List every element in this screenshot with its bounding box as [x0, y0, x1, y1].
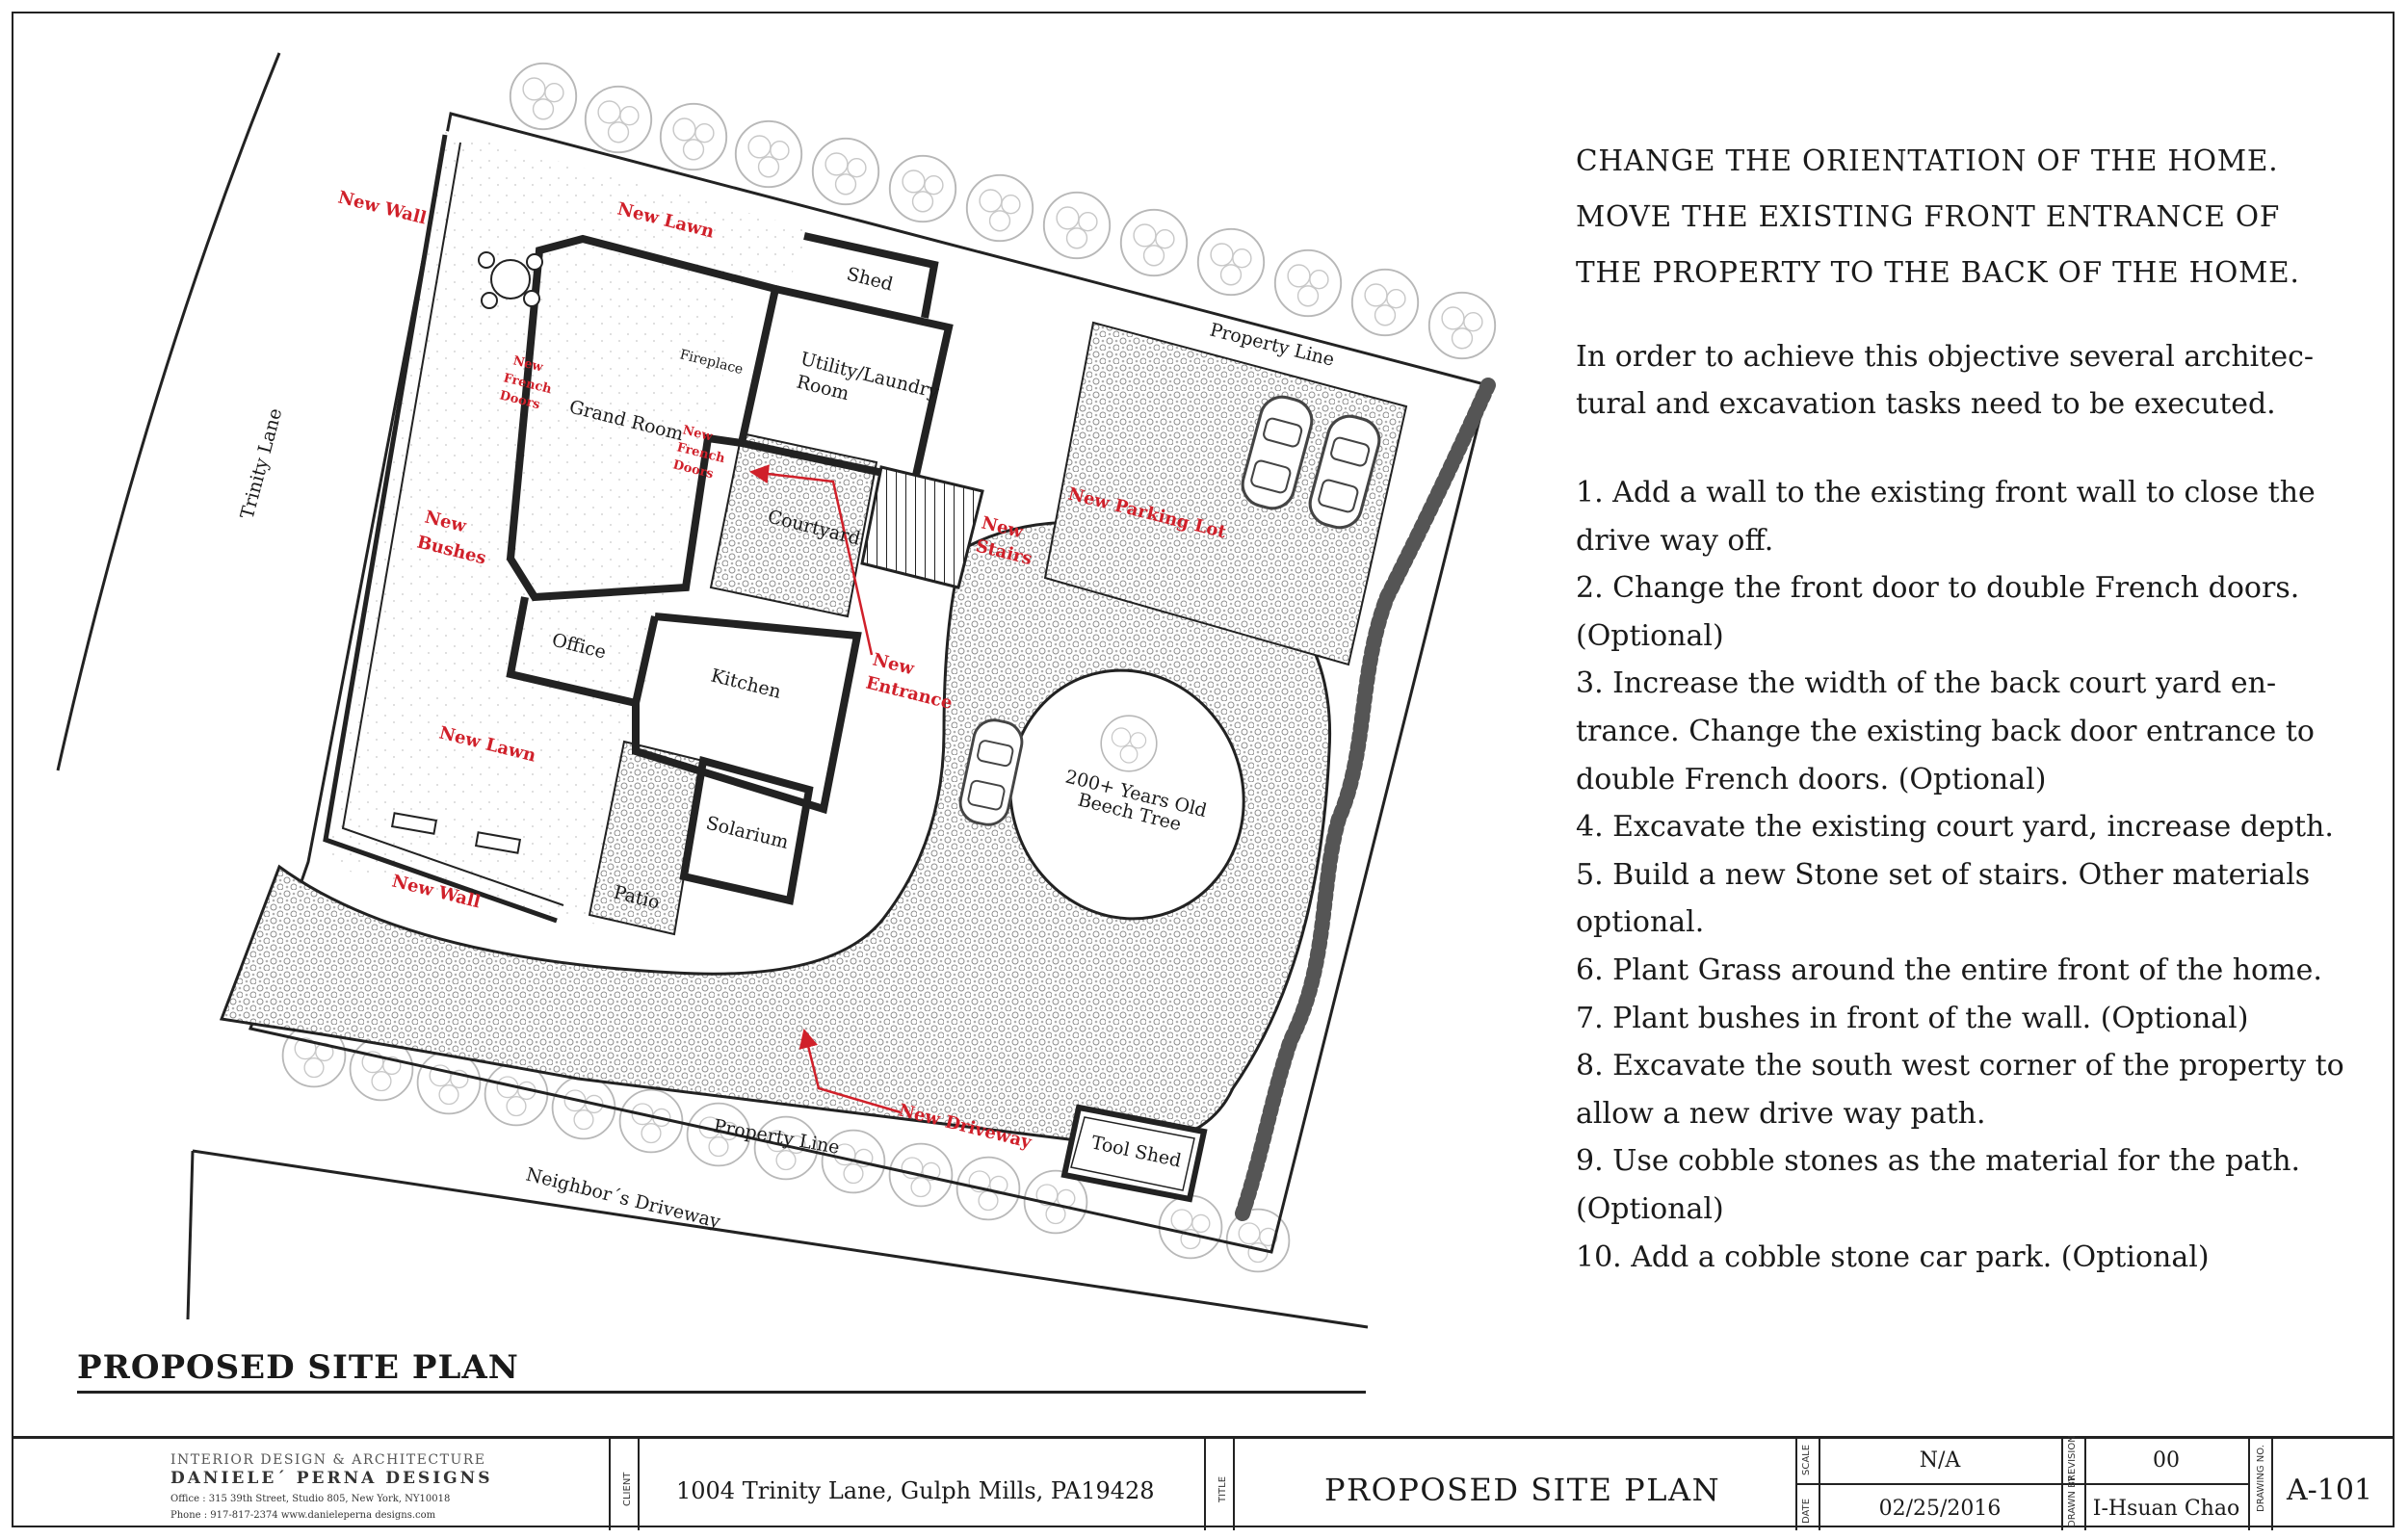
- patio-slab: [588, 740, 705, 936]
- parking-lot: [1043, 321, 1408, 666]
- notes-task-list: 1. Add a wall to the existing front wall…: [1576, 469, 2375, 1281]
- firm-address: Office : 315 39th Street, Studio 805, Ne…: [170, 1494, 451, 1504]
- neighbor-driveway-label: Neighbor´s Driveway: [524, 1164, 722, 1233]
- title-label: TITLE: [1217, 1475, 1228, 1502]
- scale-label: SCALE: [1801, 1444, 1812, 1475]
- site-plan-drawing: Trinity Lane Neighbor´s Driveway Propert…: [56, 52, 1497, 1329]
- task-item-7: 7. Plant bushes in front of the wall. (O…: [1576, 1001, 2249, 1035]
- task-item-9: 9. Use cobble stones as the material for…: [1576, 1144, 2301, 1226]
- patio-table: [478, 251, 543, 309]
- drawing-no-label: DRAWING NO.: [2256, 1445, 2266, 1512]
- firm-name: DANIELE´ PERNA DESIGNS: [170, 1469, 493, 1488]
- task-item-6: 6. Plant Grass around the entire front o…: [1576, 952, 2322, 987]
- benches: [390, 812, 522, 854]
- notes-heading-line-1: CHANGE THE ORIENTATION OF THE HOME.: [1576, 144, 2279, 177]
- date-label: DATE: [1801, 1498, 1812, 1524]
- client-label: CLIENT: [622, 1472, 633, 1506]
- task-item-2: 2. Change the front door to double Frenc…: [1576, 571, 2300, 653]
- divider: [1233, 1439, 1235, 1530]
- task-item-4: 4. Excavate the existing court yard, inc…: [1576, 810, 2334, 845]
- divider: [638, 1439, 640, 1530]
- plan-title: PROPOSED SITE PLAN: [77, 1348, 519, 1387]
- beech-tree-island: [1008, 668, 1245, 921]
- scale-value: N/A: [1919, 1448, 1961, 1473]
- room-shed: Shed: [845, 264, 896, 296]
- firm-contact: Phone : 917-817-2374 www.danieleperna de…: [170, 1510, 436, 1521]
- drawn-by-value: I-Hsuan Chao: [2092, 1497, 2240, 1521]
- divider: [2271, 1439, 2273, 1530]
- property-outline: [249, 112, 1490, 1254]
- sheet-border: [12, 12, 2395, 1527]
- date-value: 02/25/2016: [1878, 1497, 2002, 1521]
- notes-intro: In order to achieve this objective sever…: [1576, 340, 2315, 421]
- task-item-5: 5. Build a new Stone set of stairs. Othe…: [1576, 857, 2311, 940]
- task-item-8: 8. Excavate the south west corner of the…: [1576, 1049, 2344, 1131]
- annotation-arrows: [749, 464, 902, 1114]
- house-walls: [506, 232, 954, 905]
- project-notes: CHANGE THE ORIENTATION OF THE HOME. MOVE…: [1576, 133, 2375, 1281]
- label-new-wall-top: New Wall: [336, 187, 429, 228]
- east-shrubs: [1235, 378, 1496, 1221]
- divider: [1204, 1439, 1206, 1530]
- divider: [2248, 1439, 2250, 1530]
- tool-shed-outline: [1060, 1104, 1208, 1203]
- new-stairs: [860, 465, 984, 589]
- revision-value: 00: [2153, 1448, 2180, 1473]
- garden-wall-inner: [341, 142, 564, 906]
- drawn-by-label: DRAWN BY: [2067, 1475, 2078, 1527]
- firm-tagline: INTERIOR DESIGN & ARCHITECTURE: [170, 1452, 486, 1468]
- divider: [2084, 1439, 2086, 1530]
- divider: [609, 1439, 611, 1530]
- street-curves: [56, 52, 1369, 1329]
- revision-label: REVISION: [2067, 1435, 2078, 1481]
- task-item-10: 10. Add a cobble stone car park. (Option…: [1576, 1239, 2210, 1274]
- front-yard: [327, 130, 809, 925]
- sheet-title: PROPOSED SITE PLAN: [1324, 1472, 1721, 1508]
- room-solarium: Solarium: [704, 813, 791, 853]
- divider: [1795, 1483, 2248, 1485]
- notes-heading-line-2: MOVE THE EXISTING FRONT ENTRANCE OF: [1576, 200, 2281, 233]
- title-block: INTERIOR DESIGN & ARCHITECTURE DANIELE´ …: [12, 1435, 2395, 1530]
- task-item-3: 3. Increase the width of the back court …: [1576, 666, 2315, 796]
- tool-shed-inner: [1070, 1116, 1195, 1191]
- garden-wall: [323, 134, 558, 924]
- divider: [2061, 1439, 2063, 1530]
- notes-heading-line-3: THE PROPERTY TO THE BACK OF THE HOME.: [1576, 256, 2300, 289]
- plan-title-underline: [77, 1391, 1366, 1394]
- drawing-number: A-101: [2287, 1474, 2373, 1507]
- task-item-1: 1. Add a wall to the existing front wall…: [1576, 476, 2316, 558]
- room-kitchen: Kitchen: [709, 665, 783, 703]
- street-label: Trinity Lane: [237, 406, 287, 522]
- client-address: 1004 Trinity Lane, Gulph Mills, PA19428: [676, 1477, 1155, 1504]
- label-new-entrance-2: Entrance: [864, 672, 955, 714]
